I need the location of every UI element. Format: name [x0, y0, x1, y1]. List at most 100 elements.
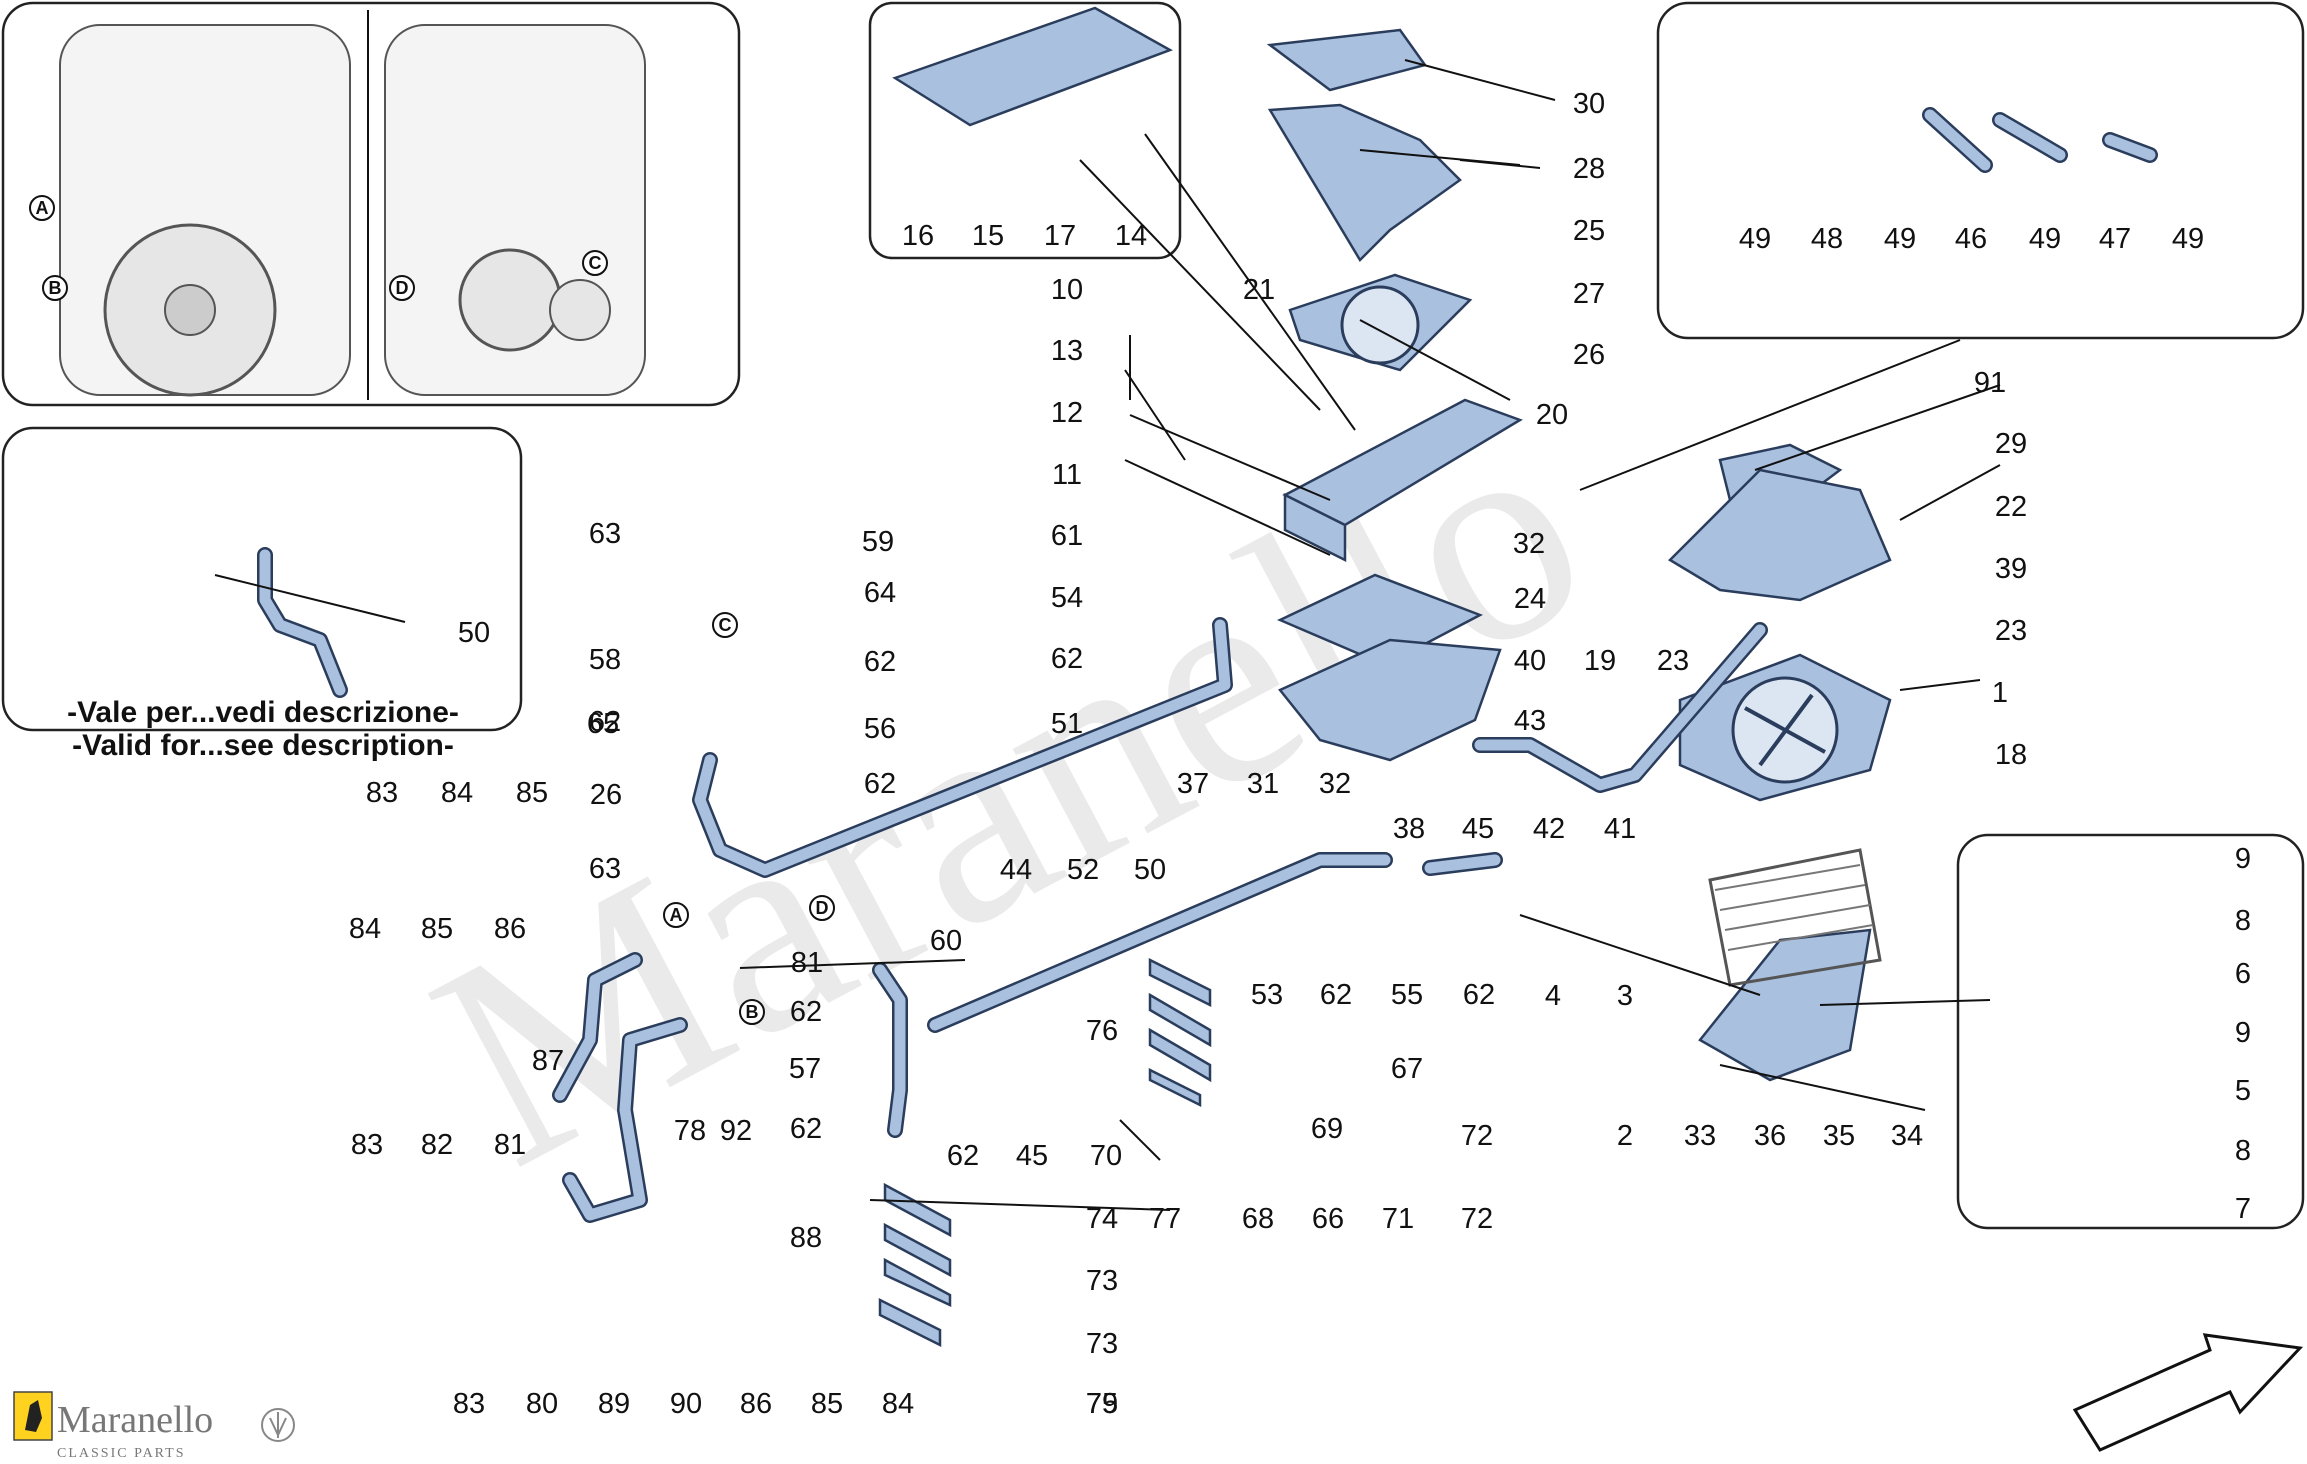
callout-80: 80 — [526, 1388, 558, 1420]
callout-75: 75 — [1086, 1388, 1118, 1420]
callout-59: 59 — [862, 526, 894, 558]
callout-88: 88 — [790, 1222, 822, 1254]
brand-sub: CLASSIC PARTS — [57, 1446, 186, 1461]
callout-16: 16 — [902, 220, 934, 252]
callout-30: 30 — [1573, 88, 1605, 120]
svg-text:B: B — [49, 278, 62, 298]
callout-8: 8 — [2235, 1135, 2251, 1167]
inset-variant — [1, 426, 523, 732]
callout-51: 51 — [1051, 708, 1083, 740]
callout-62: 62 — [790, 1113, 822, 1145]
callout-32: 32 — [1513, 528, 1545, 560]
fan-assemblies — [1288, 273, 1892, 802]
callout-26: 26 — [590, 779, 622, 811]
callout-10: 10 — [1051, 274, 1083, 306]
callout-63: 63 — [589, 518, 621, 550]
callout-41: 41 — [1604, 813, 1636, 845]
callout-73: 73 — [1086, 1265, 1118, 1297]
callout-72: 72 — [1461, 1203, 1493, 1235]
callout-72: 72 — [1461, 1120, 1493, 1152]
callout-37: 37 — [1177, 768, 1209, 800]
callout-24: 24 — [1514, 583, 1546, 615]
callout-62: 62 — [1463, 979, 1495, 1011]
callout-42: 42 — [1533, 813, 1565, 845]
callout-45: 45 — [1016, 1140, 1048, 1172]
callout-66: 66 — [1312, 1203, 1344, 1235]
note-vale-per: -Vale per...vedi descrizione- — [67, 696, 459, 729]
callout-28: 28 — [1573, 153, 1605, 185]
callout-4: 4 — [1545, 980, 1561, 1012]
callout-85: 85 — [421, 913, 453, 945]
main-radiator — [1282, 398, 1523, 563]
callout-5: 5 — [2235, 1075, 2251, 1107]
svg-text:D: D — [396, 278, 409, 298]
callout-68: 68 — [1242, 1203, 1274, 1235]
callout-83: 83 — [453, 1388, 485, 1420]
svg-text:B: B — [746, 1002, 759, 1022]
callout-7: 7 — [2235, 1193, 2251, 1225]
callout-89: 89 — [598, 1388, 630, 1420]
callout-77: 77 — [1149, 1203, 1181, 1235]
callout-84: 84 — [441, 777, 473, 809]
callout-47: 47 — [2099, 223, 2131, 255]
callout-14: 14 — [1115, 220, 1147, 252]
callout-9: 9 — [2235, 1017, 2251, 1049]
watermark: Maranello — [387, 356, 1631, 1228]
callout-50: 50 — [1134, 854, 1166, 886]
watermark-text: Maranello — [387, 356, 1631, 1228]
callout-31: 31 — [1247, 768, 1279, 800]
variant-notes: -Vale per...vedi descrizione- -Valid for… — [67, 696, 459, 762]
inset-fan-detail — [1956, 833, 2305, 1230]
callout-22: 22 — [1995, 491, 2027, 523]
callout-23: 23 — [1995, 615, 2027, 647]
engine-illustration — [59, 24, 646, 397]
callout-1: 1 — [1992, 677, 2008, 709]
callout-55: 55 — [1391, 979, 1423, 1011]
callout-33: 33 — [1684, 1120, 1716, 1152]
callout-69: 69 — [1311, 1113, 1343, 1145]
callout-40: 40 — [1514, 645, 1546, 677]
callout-18: 18 — [1995, 739, 2027, 771]
callout-13: 13 — [1051, 335, 1083, 367]
svg-text:C: C — [719, 615, 732, 635]
callout-83: 83 — [351, 1129, 383, 1161]
coolant-pipes — [257, 107, 2158, 1223]
callout-32: 32 — [1319, 768, 1351, 800]
callout-90: 90 — [670, 1388, 702, 1420]
callout-62: 62 — [864, 646, 896, 678]
callout-26: 26 — [1573, 339, 1605, 371]
callout-82: 82 — [421, 1129, 453, 1161]
callout-62: 62 — [947, 1140, 979, 1172]
callout-83: 83 — [366, 777, 398, 809]
callout-49: 49 — [1739, 223, 1771, 255]
callout-87: 87 — [532, 1045, 564, 1077]
callout-65: 65 — [587, 708, 619, 740]
callout-36: 36 — [1754, 1120, 1786, 1152]
view-markers: A B C D C D A B — [29, 195, 835, 1025]
brand-name: Maranello — [57, 1399, 213, 1441]
radiator-frame — [1276, 573, 1484, 667]
svg-text:D: D — [816, 898, 829, 918]
callout-2: 2 — [1617, 1120, 1633, 1152]
callout-6: 6 — [2235, 958, 2251, 990]
callout-3: 3 — [1617, 980, 1633, 1012]
callout-86: 86 — [494, 913, 526, 945]
callout-62: 62 — [589, 706, 621, 738]
callout-43: 43 — [1514, 705, 1546, 737]
callout-54: 54 — [1051, 582, 1083, 614]
callout-70: 70 — [1090, 1140, 1122, 1172]
callout-49: 49 — [2172, 223, 2204, 255]
callout-9: 9 — [2235, 843, 2251, 875]
callout-20: 20 — [1536, 399, 1568, 431]
callout-62: 62 — [1051, 643, 1083, 675]
callout-62: 62 — [790, 996, 822, 1028]
callout-49: 49 — [2029, 223, 2061, 255]
orientation-arrow — [2072, 1333, 2304, 1452]
callout-81: 81 — [494, 1129, 526, 1161]
callout-74: 74 — [1086, 1203, 1118, 1235]
heat-exchanger-coil — [1708, 848, 1882, 987]
callout-67: 67 — [1391, 1053, 1423, 1085]
leader-lines — [214, 59, 2001, 1211]
callout-35: 35 — [1823, 1120, 1855, 1152]
inset-radiator-detail — [868, 1, 1182, 260]
